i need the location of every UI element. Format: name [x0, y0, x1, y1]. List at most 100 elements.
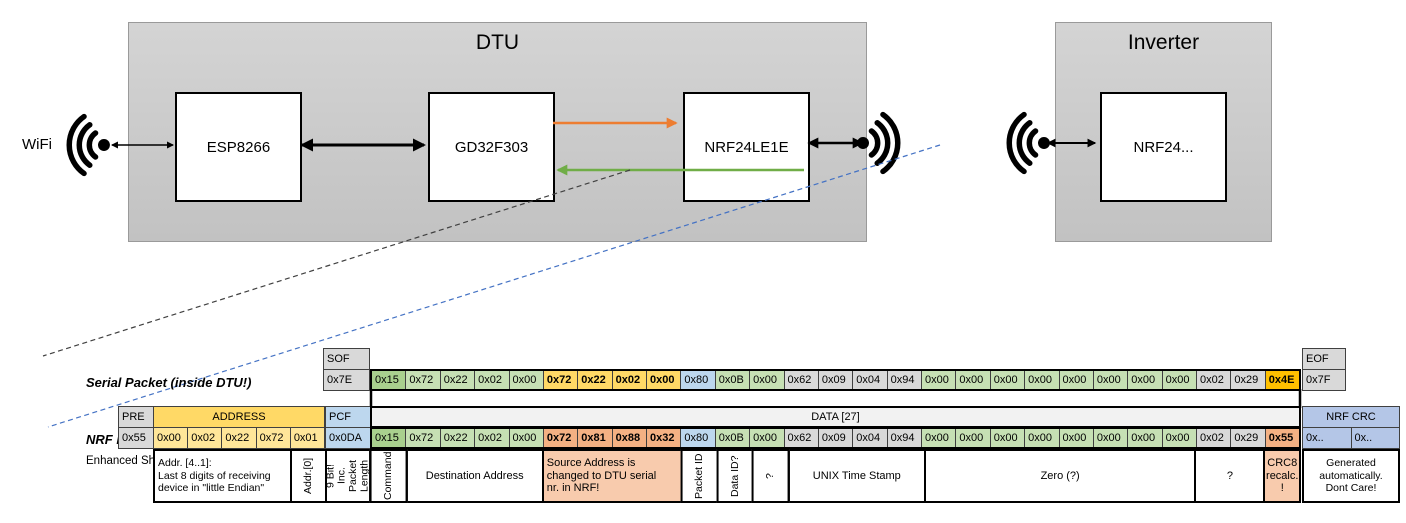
serial-byte-cell: 0x80: [680, 371, 715, 389]
nrf-byte-cell: 0x00: [1161, 429, 1196, 447]
nrf-byte-cell: 0x94: [886, 429, 921, 447]
serial-byte-cell: 0x94: [886, 371, 921, 389]
serial-byte-cell: 0x29: [1230, 371, 1265, 389]
serial-byte-cell: 0x72: [542, 371, 578, 389]
pre-value: 0x55: [118, 427, 154, 449]
nrf-byte-cell: 0x00: [921, 429, 956, 447]
nrf-byte-cell: 0x32: [646, 429, 681, 447]
nrf-byte-cell: 0x22: [439, 429, 475, 447]
serial-byte-cell: 0x00: [1092, 371, 1128, 389]
serial-byte-cell: 0x72: [405, 371, 440, 389]
component-nrf24-inverter-label: NRF24...: [1133, 138, 1194, 156]
nrf-byte-cell: 0x0B: [714, 429, 750, 447]
nrf-byte-cell: 0x62: [783, 429, 818, 447]
nrf-crc-byte: 0x..: [1350, 428, 1399, 448]
nrf-byte-cell: 0x00: [1058, 429, 1093, 447]
component-nrf24-inverter: NRF24...: [1100, 92, 1227, 202]
serial-byte-cell: 0x00: [1161, 371, 1196, 389]
component-nrf24le1e: NRF24LE1E: [683, 92, 810, 202]
pre-header: PRE: [118, 406, 154, 428]
nrf-byte-cell: 0x15: [372, 429, 406, 447]
pre-column: PRE 0x55: [118, 406, 154, 449]
nrf-byte-cell: 0x00: [989, 429, 1025, 447]
serial-byte-cell: 0x00: [1058, 371, 1093, 389]
serial-packet-label: Serial Packet (inside DTU!): [86, 375, 252, 390]
nrf-byte-cell: 0x00: [749, 429, 784, 447]
pcf-value: 0x0DA: [325, 427, 371, 449]
annotation-cell: ?: [1194, 449, 1266, 503]
serial-byte-cell: 0x09: [817, 371, 853, 389]
annotation-pcf-note: 9 Bit! Inc. Packet Length: [325, 449, 371, 503]
serial-byte-cell: 0x62: [783, 371, 818, 389]
annotation-cell: CRC8 recalc. !: [1263, 449, 1302, 503]
annotation-cell: ?: [752, 449, 790, 503]
wifi-icon-left: [66, 113, 110, 177]
serial-byte-cell: 0x00: [646, 371, 681, 389]
sof-column: SOF 0x7E: [323, 348, 370, 391]
nrf-byte-cell: 0x81: [577, 429, 612, 447]
nrf-byte-cell: 0x04: [852, 429, 887, 447]
nrf-byte-cell: 0x72: [542, 429, 578, 447]
annotation-address41: Addr. [4..1]: Last 8 digits of receiving…: [153, 449, 292, 503]
component-gd32f303: GD32F303: [428, 92, 555, 202]
nrf-byte-cell: 0x00: [1127, 429, 1162, 447]
annotation-cell: Data ID?: [716, 449, 755, 503]
pcf-header: PCF: [325, 406, 371, 428]
component-esp8266: ESP8266: [175, 92, 302, 202]
serial-byte-cell: 0x00: [955, 371, 990, 389]
component-esp8266-label: ESP8266: [206, 138, 271, 156]
wifi-icon-dtu-right: [857, 111, 901, 175]
serial-byte-cell: 0x22: [439, 371, 475, 389]
serial-byte-cell: 0x02: [1196, 371, 1231, 389]
nrf-address-byte: 0x00: [154, 428, 188, 448]
nrf-byte-cell: 0x00: [1024, 429, 1059, 447]
nrf-byte-cell: 0x00: [955, 429, 990, 447]
annotation-address0: Addr.[0]: [290, 449, 327, 503]
serial-byte-cell: 0x15: [372, 371, 406, 389]
nrf-crc-header: NRF CRC: [1302, 406, 1400, 428]
data-header: DATA [27]: [370, 406, 1301, 428]
annotation-cell: Packet ID: [681, 449, 719, 503]
nrf-crc-byte: 0x..: [1303, 428, 1351, 448]
inverter-title: Inverter: [1127, 31, 1200, 54]
serial-byte-cell: 0x22: [577, 371, 612, 389]
component-nrf24le1e-label: NRF24LE1E: [704, 138, 789, 156]
dtu-title: DTU: [475, 31, 520, 54]
nrf-byte-cell: 0x80: [680, 429, 715, 447]
nrf-address-byte: 0x72: [255, 428, 290, 448]
serial-byte-cell: 0x00: [749, 371, 784, 389]
serial-byte-cell: 0x00: [508, 371, 543, 389]
serial-byte-cell: 0x02: [474, 371, 509, 389]
wifi-icon-inverter: [1006, 111, 1050, 175]
serial-byte-cell: 0x04: [852, 371, 887, 389]
nrf-address-byte: 0x22: [221, 428, 256, 448]
serial-byte-cell: 0x0B: [714, 371, 750, 389]
serial-byte-cell: 0x00: [989, 371, 1025, 389]
sof-header: SOF: [323, 348, 370, 370]
wifi-label: WiFi: [22, 136, 52, 153]
serial-byte-cell: 0x00: [921, 371, 956, 389]
nrf-byte-cell: 0x00: [1092, 429, 1128, 447]
eof-column: EOF 0x7F: [1302, 348, 1346, 391]
serial-byte-cell: 0x00: [1127, 371, 1162, 389]
nrf-address-byte: 0x01: [289, 428, 325, 448]
nrf-byte-cell: 0x88: [611, 429, 646, 447]
eof-header: EOF: [1302, 348, 1346, 370]
serial-byte-cell: 0x00: [1024, 371, 1059, 389]
nrf-byte-cell: 0x55: [1264, 429, 1300, 447]
annotation-cell: Zero (?): [923, 449, 1197, 503]
component-gd32f303-label: GD32F303: [454, 138, 529, 156]
sof-value: 0x7E: [323, 369, 370, 391]
nrf-address-byte: 0x02: [187, 428, 222, 448]
nrf-byte-cell: 0x02: [474, 429, 509, 447]
inverter-box: Inverter: [1055, 22, 1272, 242]
serial-byte-cell: 0x4E: [1264, 371, 1300, 389]
nrf-byte-cell: 0x72: [405, 429, 440, 447]
pcf-column: PCF 0x0DA: [325, 406, 371, 449]
annotation-cell: Command: [370, 449, 408, 503]
